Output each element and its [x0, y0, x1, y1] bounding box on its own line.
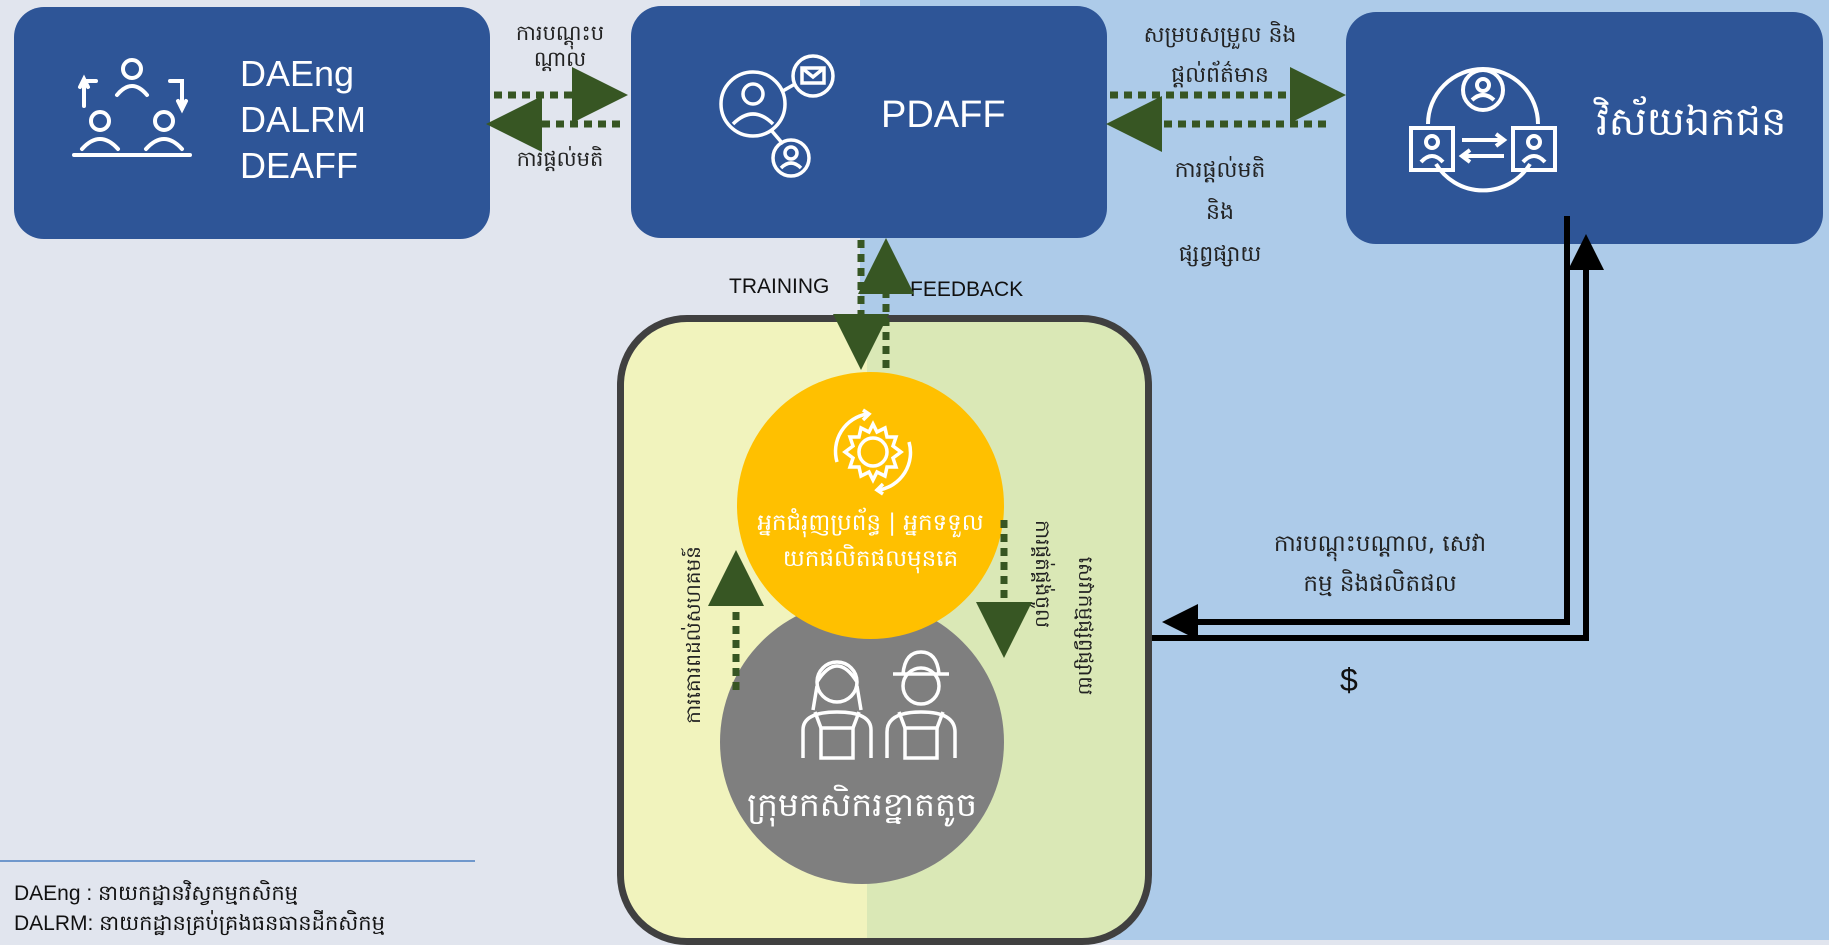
training-label: TRAINING — [729, 275, 830, 298]
link-label-services-2: កម្ម និងផលិតផល — [1303, 571, 1457, 597]
dept-line-deaff: DEAFF — [240, 145, 359, 186]
private-sector-label: វិស័យឯកជន — [1596, 99, 1787, 145]
link-label-coordinate-2: ផ្តល់ព័ត៌មាន — [1171, 63, 1269, 88]
pdaff-box: PDAFF — [631, 6, 1107, 238]
network-people-mail-icon — [719, 54, 835, 178]
dept-line-dalrm: DALRM — [240, 99, 367, 140]
arrow-cluster-to-private — [1152, 234, 1604, 641]
money-label: $ — [1340, 662, 1358, 698]
feedback-label: FEEDBACK — [910, 278, 1024, 301]
arrow-private-to-cluster — [1162, 216, 1570, 640]
exchange-people-icon — [1409, 67, 1557, 193]
group-collaboration-icon — [72, 58, 192, 157]
link-label-feedback-3: ផ្សព្វផ្សាយ — [1178, 242, 1262, 267]
departments-box: DAEng DALRM DEAFF — [14, 7, 490, 239]
gear-cycle-icon — [833, 408, 913, 496]
provider-circle — [737, 372, 1004, 639]
farmers-icon — [801, 650, 957, 760]
pdaff-label: PDAFF — [881, 94, 1006, 136]
provider-label-2: យកផលិតផលមុនគេ — [782, 546, 959, 572]
dept-line-daeng: DAEng — [240, 53, 355, 94]
link-label-services-1: ការបណ្តុះបណ្តាល, សេវា — [1273, 531, 1487, 557]
link-label-training-top-1: ការបណ្តុះប — [515, 21, 605, 45]
legend-dalrm: DALRM: នាយកដ្ឋានគ្រប់គ្រងធនធានដីកសិកម្ម — [14, 912, 385, 935]
farmers-label: ក្រុមកសិករខ្នាតតូច — [747, 785, 977, 824]
link-label-feedback-2: និង — [1206, 200, 1234, 225]
provider-label-1: អ្នកជំរុញប្រព័ន្ធ | អ្នកទទួល — [757, 510, 984, 536]
link-label-feedback-1: ការផ្តល់មតិ — [1174, 158, 1266, 183]
legend-daeng: DAEng : នាយកដ្ឋានវិស្វកម្មកសិកម្ម — [14, 882, 298, 905]
link-label-coordinate-1: សម្របសម្រួល និង — [1143, 23, 1297, 48]
private-sector-box: វិស័យឯកជន — [1346, 12, 1823, 244]
